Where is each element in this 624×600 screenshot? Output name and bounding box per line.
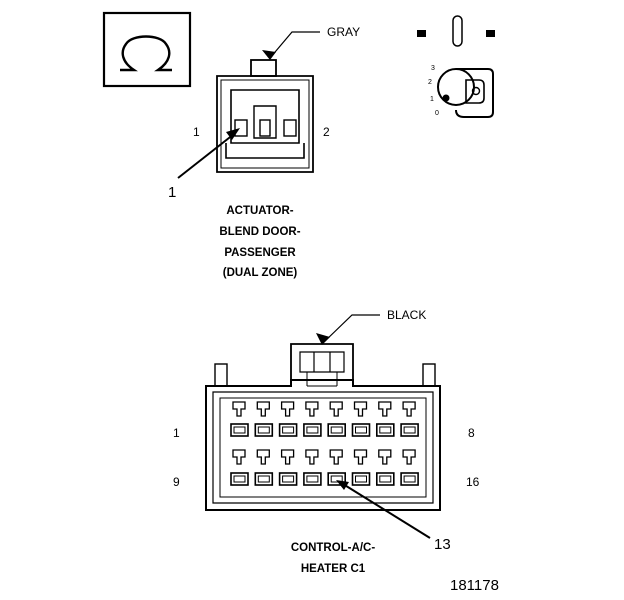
terminal-contact-9 xyxy=(233,475,246,483)
terminal-cavity-2 xyxy=(254,423,274,437)
terminal-latch-row2-2 xyxy=(256,449,270,465)
terminal-latch-row1-6 xyxy=(353,401,368,417)
terminal-cavity-9 xyxy=(230,472,249,486)
terminal-latch-row1-2 xyxy=(256,401,270,417)
connector-1-pin-callout-line xyxy=(177,133,235,179)
connector-1-title-line-3: PASSENGER xyxy=(224,247,296,259)
terminal-cavity-15 xyxy=(375,472,395,486)
black-arrowhead xyxy=(316,333,330,345)
connector-1-pin-arrowhead xyxy=(226,128,240,140)
figure-number: 181178 xyxy=(450,577,499,594)
terminal-cavity-13 xyxy=(327,472,347,486)
terminal-contact-12 xyxy=(306,475,319,483)
terminal-latch-row1-5 xyxy=(329,401,343,417)
actuator-connector xyxy=(216,59,314,173)
ignition-position-1: 1 xyxy=(430,96,434,103)
terminal-contact-1 xyxy=(233,426,246,434)
ignition-position-2: 2 xyxy=(428,79,432,86)
terminal-latch-row1-4 xyxy=(305,401,319,417)
connector-2-color-label: BLACK xyxy=(387,308,426,322)
connector-1-title-line-4: (DUAL ZONE) xyxy=(223,267,298,279)
terminal-latch-row2-1 xyxy=(232,449,246,465)
terminal-contact-2 xyxy=(257,426,270,434)
terminal-latch-row1-8 xyxy=(402,401,416,417)
ignition-position-0: 0 xyxy=(435,110,439,117)
terminal-cavity-6 xyxy=(351,423,371,437)
terminal-cavity-3 xyxy=(278,423,298,437)
connector-2-pin-bottom-right: 16 xyxy=(466,475,480,489)
terminal-latch-row2-3 xyxy=(280,449,295,465)
terminal-cavity-10 xyxy=(254,472,274,486)
connector-1-color-label: GRAY xyxy=(327,25,360,39)
terminal-contact-7 xyxy=(379,426,392,434)
terminal-cavity-7 xyxy=(375,423,395,437)
terminal-contact-5 xyxy=(330,426,343,434)
connector-2-pin-top-left: 1 xyxy=(173,426,180,440)
connector-2-callout-number: 13 xyxy=(434,536,451,553)
terminal-latch-row2-4 xyxy=(305,449,319,465)
connector-1-title-line-1: ACTUATOR- xyxy=(226,205,293,217)
terminal-contact-15 xyxy=(379,475,392,483)
connector-2-title-line-2: HEATER C1 xyxy=(301,563,366,575)
terminal-contact-10 xyxy=(257,475,270,483)
terminal-latch-row1-1 xyxy=(232,401,246,417)
connector-1-pin-right: 2 xyxy=(323,125,330,139)
terminal-latch-row1-7 xyxy=(378,401,392,417)
connector-1-pin-left: 1 xyxy=(193,125,200,139)
terminal-cavity-16 xyxy=(400,472,419,486)
ignition-key-icon xyxy=(417,15,495,118)
connector-1-title-line-2: BLEND DOOR- xyxy=(219,226,300,238)
terminal-contact-8 xyxy=(403,426,416,434)
terminal-cavity-12 xyxy=(303,472,322,486)
control-connector xyxy=(205,343,441,511)
ignition-position-3: 3 xyxy=(431,65,435,72)
terminal-contact-11 xyxy=(282,475,295,483)
terminal-latch-row2-8 xyxy=(402,449,416,465)
connector-2-pin-bottom-left: 9 xyxy=(173,475,180,489)
terminal-cavity-8 xyxy=(400,423,419,437)
connector-2-pin-top-right: 8 xyxy=(468,426,475,440)
connector-2-pin-callout-line xyxy=(342,483,431,539)
gray-arrowhead xyxy=(262,50,276,60)
connector-2-pin-arrowhead xyxy=(336,480,349,490)
terminal-cavity-1 xyxy=(230,423,249,437)
terminal-contact-14 xyxy=(355,475,367,483)
omega-symbol-icon xyxy=(102,11,192,88)
terminal-contact-4 xyxy=(306,426,319,434)
terminal-latch-row2-6 xyxy=(353,449,368,465)
terminal-cavity-14 xyxy=(351,472,371,486)
terminal-contact-3 xyxy=(282,426,295,434)
gray-leader-line xyxy=(269,31,320,59)
connector-2-title-line-1: CONTROL-A/C- xyxy=(291,542,375,554)
terminal-latch-row2-7 xyxy=(378,449,392,465)
terminal-cavity-11 xyxy=(278,472,298,486)
terminal-contact-13 xyxy=(330,475,343,483)
terminal-cavity-5 xyxy=(327,423,347,437)
terminal-cavity-4 xyxy=(303,423,322,437)
black-leader-line xyxy=(323,314,380,343)
connector-1-callout-number: 1 xyxy=(168,184,176,201)
terminal-latch-row2-5 xyxy=(329,449,343,465)
terminal-contact-16 xyxy=(403,475,416,483)
terminal-contact-6 xyxy=(355,426,367,434)
terminal-latch-row1-3 xyxy=(280,401,295,417)
